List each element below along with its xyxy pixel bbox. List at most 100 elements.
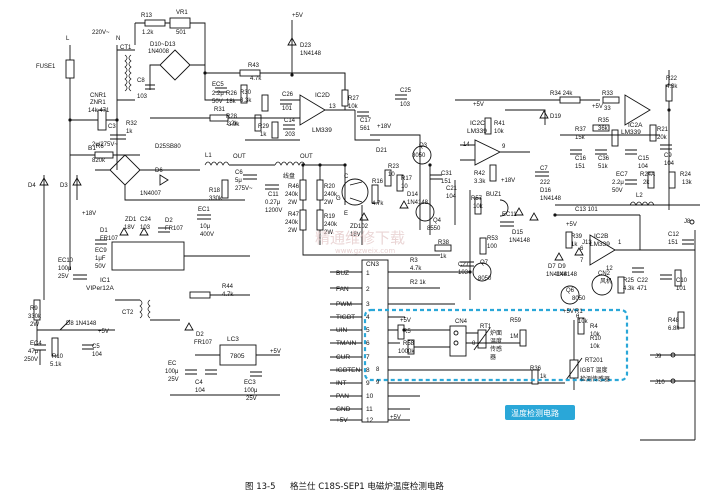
label-buz1: BUZ1 bbox=[486, 192, 502, 198]
label-l2: L2 bbox=[636, 193, 643, 199]
label-ac: 220V~ bbox=[92, 30, 110, 36]
label-ec1v1: 10μ bbox=[200, 224, 211, 230]
label-r9v2: 2W bbox=[30, 322, 39, 328]
label-p18v2: +18V bbox=[501, 178, 515, 184]
label-r17v: 10 bbox=[401, 184, 408, 190]
label-ec4: EC4 bbox=[30, 341, 42, 347]
watermark-text: 精通维修下载 bbox=[315, 229, 405, 247]
label-c3: C3 bbox=[108, 124, 116, 130]
label-r44: R44 bbox=[222, 284, 234, 290]
label-cn4: CN4 bbox=[455, 319, 468, 325]
igbt-driver bbox=[370, 134, 456, 252]
label-r9: R9 bbox=[30, 306, 38, 312]
label-rt1_mark: θ bbox=[472, 341, 476, 347]
label-r23v: 10 bbox=[388, 172, 395, 178]
label-c13: C13 101 bbox=[575, 207, 598, 213]
label-r28v: 3.9k bbox=[228, 122, 240, 128]
label-ec11: EC11 bbox=[502, 212, 517, 218]
cn3-pin-name: PAN bbox=[336, 393, 349, 400]
label-r44v: 4.7k bbox=[222, 292, 234, 298]
cn3-connector bbox=[330, 259, 565, 423]
label-ec1: EC1 bbox=[198, 207, 210, 213]
label-d21: D21 bbox=[376, 148, 388, 154]
watermark-url: www.gzweix.com bbox=[335, 247, 395, 255]
label-r9v1: 330k bbox=[28, 314, 42, 320]
label-d4: D4 bbox=[28, 183, 36, 189]
label-r33: R33 bbox=[602, 91, 614, 97]
label-r43: R43 bbox=[248, 63, 260, 69]
label-q3v: 8050 bbox=[412, 153, 426, 159]
label-c16v: 151 bbox=[575, 164, 586, 170]
label-c21: C21 bbox=[446, 186, 458, 192]
label-znrv: 14k 471 bbox=[88, 108, 110, 114]
label-ic2c_pin: 14 bbox=[463, 142, 470, 148]
label-d2b: D2 bbox=[196, 332, 204, 338]
label-q6v: 8050 bbox=[572, 296, 586, 302]
label-r35: R35 bbox=[598, 118, 610, 124]
label-c9v: 104 bbox=[664, 161, 675, 167]
ic2a-label: IC2A bbox=[628, 122, 643, 129]
label-r26: R26 bbox=[226, 91, 238, 97]
label-r27: R27 bbox=[348, 96, 360, 102]
label-c5: C5 bbox=[92, 344, 100, 350]
ic2b-part-label: LM339 bbox=[590, 241, 610, 248]
label-c3v: 2u/275V~ bbox=[92, 142, 118, 148]
label-c10: C10 bbox=[676, 278, 688, 284]
label-cn2v: 风机 bbox=[600, 277, 612, 285]
label-ec9v2: 50V bbox=[95, 264, 106, 270]
label-r53v: 100 bbox=[487, 244, 498, 250]
label-r10v: 10k bbox=[590, 344, 601, 350]
fuse-symbol bbox=[65, 59, 75, 79]
label-r47v2: 2W bbox=[288, 228, 297, 234]
regulator-label: 7805 bbox=[230, 353, 245, 360]
cn3-pin-number: 12 bbox=[366, 417, 374, 424]
label-p5v_f: +5V bbox=[400, 318, 411, 324]
label-r6v: 820k bbox=[92, 158, 106, 164]
label-sensor1a: 炉面 bbox=[490, 329, 502, 337]
label-r4v: 10k bbox=[590, 332, 601, 338]
label-r48: R48 bbox=[668, 318, 680, 324]
label-r4: R4 bbox=[590, 324, 598, 330]
main-power-section bbox=[95, 154, 440, 256]
label-q6: Q6 bbox=[566, 288, 575, 294]
label-d2v: FR107 bbox=[165, 226, 184, 232]
cn3-pin-name: GND bbox=[336, 406, 351, 413]
label-j8: J8 bbox=[684, 219, 691, 225]
label-d7v: 1N4148 bbox=[546, 272, 568, 278]
label-r20: R20 bbox=[324, 184, 336, 190]
label-r10: R10 bbox=[590, 336, 602, 342]
label-r18v: 330k bbox=[209, 196, 223, 202]
label-d14: D14 bbox=[407, 192, 419, 198]
label-coil: 线盘 bbox=[283, 172, 295, 180]
label-d8: D8 1N4148 bbox=[66, 321, 97, 327]
label-r6: R6 bbox=[96, 144, 104, 150]
label-d16v: 1N4148 bbox=[540, 196, 562, 202]
label-r46v1: 240k bbox=[285, 192, 299, 198]
label-c31: C31 bbox=[441, 171, 453, 177]
label-ec3v2: 25V bbox=[246, 396, 257, 402]
label-r39v: 1k bbox=[571, 242, 578, 248]
label-c36v: 51k bbox=[598, 164, 609, 170]
label-r13v: 1.2k bbox=[142, 30, 154, 36]
label-vr1: VR1 bbox=[176, 10, 188, 16]
junction-dots bbox=[68, 71, 671, 332]
label-l1: L1 bbox=[205, 153, 212, 159]
label-p18v1: +18V bbox=[377, 124, 391, 130]
jumper-section bbox=[640, 219, 695, 441]
label-r42v: 3.3k bbox=[474, 179, 486, 185]
cn3-pin-number: 9 bbox=[366, 380, 370, 387]
label-q4v: 8550 bbox=[427, 226, 441, 232]
label-r35v: 36k bbox=[598, 126, 609, 132]
label-ec10v1: 100μ bbox=[58, 266, 72, 272]
viper-section bbox=[73, 227, 250, 299]
cn3-pin-name: FAN bbox=[336, 286, 349, 293]
label-r13: R13 bbox=[141, 13, 153, 19]
label-d1v: FR107 bbox=[100, 236, 119, 242]
label-cnr1: CNR1 bbox=[90, 93, 107, 99]
label-ct2: CT2 bbox=[122, 310, 134, 316]
label-out2: OUT bbox=[300, 154, 313, 160]
label-sensor1d: 器 bbox=[490, 354, 496, 361]
label-r57: R57 bbox=[471, 196, 483, 202]
label-c26v: 101 bbox=[282, 106, 293, 112]
cn3-pin-number: 1 bbox=[366, 270, 370, 277]
